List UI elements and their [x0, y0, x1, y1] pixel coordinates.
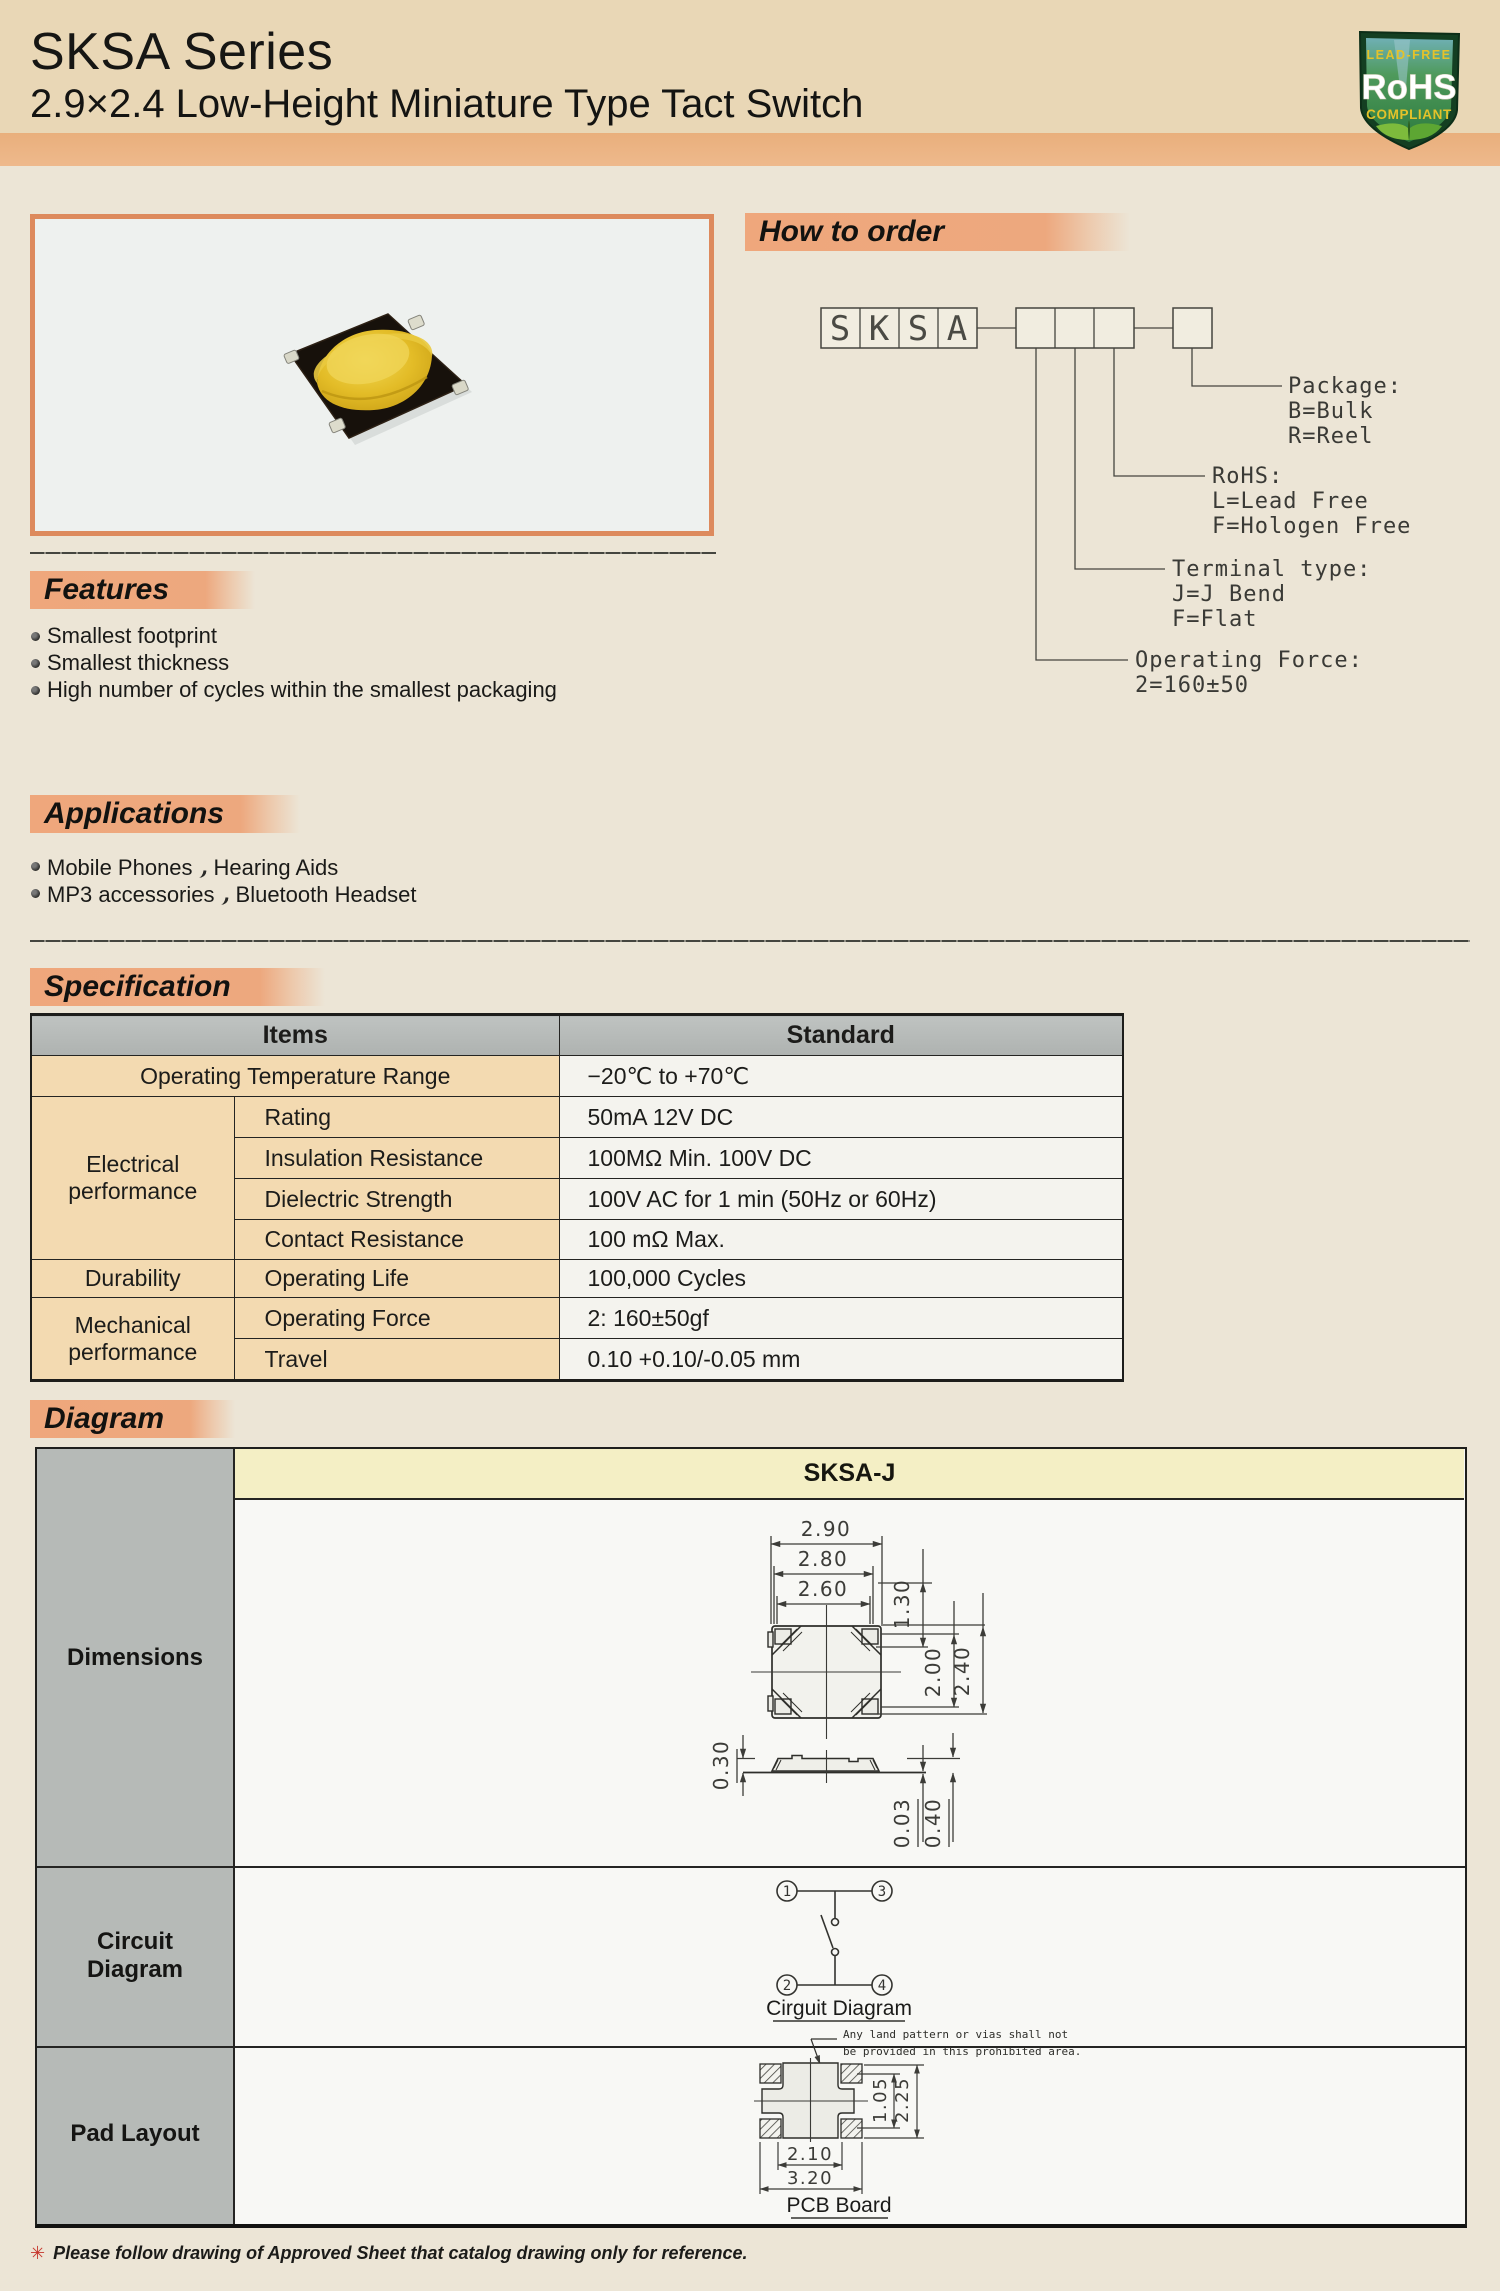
- diagram-leftcol: [37, 1449, 235, 2224]
- spec-row-value: 100,000 Cycles: [558, 1259, 1124, 1298]
- side-view: [743, 1750, 926, 1783]
- spec-row-value: 100 mΩ Max.: [558, 1219, 1124, 1260]
- spec-col-standard: Standard: [558, 1013, 1124, 1056]
- order-letter-s2: S: [908, 309, 928, 349]
- pad-layout: [754, 2058, 868, 2142]
- divider-main: [30, 940, 1470, 942]
- circuit-terminal-4: 4: [878, 1978, 886, 1994]
- diagram-rowline-1: [37, 1866, 1465, 1868]
- header-strip: [0, 0, 1500, 133]
- pad-caption: PCB Board: [786, 2194, 891, 2217]
- rohs-badge: LEAD-FREE RoHS COMPLIANT: [1350, 28, 1466, 152]
- application-item-2: MP3 accessories、Bluetooth Headset: [31, 877, 417, 909]
- dim-width-2: 2.80: [798, 1547, 849, 1571]
- order-letter-s1: S: [830, 309, 850, 349]
- spec-row-label: Insulation Resistance: [233, 1137, 560, 1179]
- dim-width-3: 2.60: [798, 1577, 849, 1601]
- pad-dim-width-outer: 3.20: [787, 2168, 833, 2189]
- spec-group-label: Durability: [30, 1259, 235, 1298]
- spec-row-value: 100V AC for 1 min (50Hz or 60Hz): [558, 1178, 1124, 1220]
- spec-row-label: Dielectric Strength: [233, 1178, 560, 1220]
- ideographic-comma-icon: 、: [215, 877, 236, 909]
- rohs-shield-inner: [1366, 38, 1453, 142]
- circuit-caption: Cirguit Diagram: [766, 1997, 912, 2020]
- footer-asterisk-icon: ✳: [30, 2243, 46, 2264]
- circuit-terminal-3: 3: [878, 1884, 886, 1900]
- spec-row-value: 100MΩ Min. 100V DC: [558, 1137, 1124, 1179]
- features-heading: Features: [30, 571, 255, 609]
- order-letter-a: A: [947, 309, 967, 349]
- spec-row-value: 50mA 12V DC: [558, 1096, 1124, 1138]
- feature-item-2: Smallest thickness: [30, 650, 230, 675]
- specification-table: Items Standard Operating Temperature Ran…: [30, 1013, 1124, 1382]
- header-band: [0, 133, 1500, 166]
- feature-item-3: High number of cycles within the smalles…: [31, 677, 557, 702]
- plan-view: [751, 1582, 987, 1739]
- diagram-drawings: 2.90 2.80 2.60: [709, 1517, 1081, 2219]
- circuit-terminal-1: 1: [783, 1884, 791, 1900]
- spec-row-label: Operating Force: [233, 1297, 560, 1339]
- diagram-row-circuit: Circuit Diagram: [86, 1928, 184, 1983]
- diagram-model-header: SKSA-J: [235, 1449, 1464, 1500]
- circuit-diagram: [776, 1880, 893, 1996]
- order-options-box: [1015, 307, 1135, 349]
- dim-side-height-1: 0.03: [890, 1798, 914, 1849]
- spec-row-label: Operating Life: [233, 1259, 560, 1298]
- specification-heading: Specification: [30, 968, 325, 1006]
- dim-height-2: 2.00: [921, 1647, 945, 1698]
- diagram-table: Dimensions Circuit Diagram Pad Layout SK…: [35, 1447, 1467, 2228]
- dim-side-height-2: 0.40: [921, 1798, 945, 1849]
- pad-note-line2: be provided in this prohibited area.: [843, 2045, 1081, 2058]
- tact-switch-image: [283, 313, 472, 445]
- pad-note-line1: Any land pattern or vias shall not: [843, 2028, 1068, 2041]
- spec-row-value: 0.10 +0.10/-0.05 mm: [558, 1338, 1124, 1382]
- diagram-row-dimensions: Dimensions: [66, 1643, 204, 1671]
- dim-side-thickness: 0.30: [709, 1740, 733, 1791]
- divider-photo: [30, 552, 716, 554]
- order-code-diagram: S K S A: [780, 300, 1500, 700]
- product-photo: [30, 214, 714, 536]
- how-to-order-heading: How to order: [745, 213, 1130, 251]
- rohs-leaves-icon: [1376, 120, 1442, 141]
- spec-row-label: Operating Temperature Range: [30, 1055, 560, 1097]
- feature-item-1: Smallest footprint: [31, 623, 217, 648]
- spec-row-value: 2: 160±50gf: [558, 1297, 1124, 1339]
- application-item-1: Mobile Phones、Hearing Aids: [30, 850, 338, 882]
- spec-row-value: −20℃ to +70℃: [558, 1055, 1124, 1097]
- page-title: SKSA Series: [30, 23, 334, 81]
- applications-heading: Applications: [30, 795, 300, 833]
- order-letter-k: K: [869, 309, 890, 349]
- dim-height-1: 1.30: [890, 1579, 914, 1630]
- circuit-terminal-2: 2: [783, 1978, 791, 1994]
- spec-row-label: Travel: [233, 1338, 560, 1382]
- spec-col-items: Items: [30, 1013, 560, 1056]
- pad-dim-width-inner: 2.10: [787, 2144, 833, 2165]
- pad-dim-height-inner: 1.05: [870, 2077, 891, 2123]
- page-subtitle: 2.9×2.4 Low-Height Miniature Type Tact S…: [30, 82, 864, 126]
- rohs-lead-free-label: LEAD-FREE: [1366, 48, 1451, 62]
- spec-group-label: Electrical performance: [30, 1096, 235, 1260]
- rohs-compliant-label: COMPLIANT: [1366, 107, 1452, 122]
- diagram-rowline-2: [37, 2046, 1465, 2048]
- footer-note: ✳Please follow drawing of Approved Sheet…: [30, 2243, 748, 2264]
- order-callout-force: Operating Force:2=160±50: [1135, 648, 1363, 698]
- spec-row-label: Contact Resistance: [233, 1219, 560, 1260]
- diagram-heading: Diagram: [30, 1400, 235, 1438]
- order-package-box: [1172, 307, 1213, 349]
- rohs-main-label: RoHS: [1361, 68, 1456, 107]
- dim-width-1: 2.90: [801, 1517, 852, 1541]
- spec-row-label: Rating: [233, 1096, 560, 1138]
- spec-group-label: Mechanical performance: [30, 1297, 235, 1382]
- diagram-row-padlayout: Pad Layout: [70, 2120, 200, 2147]
- pad-dim-height-outer: 2.25: [892, 2077, 913, 2123]
- dim-height-3: 2.40: [950, 1646, 974, 1697]
